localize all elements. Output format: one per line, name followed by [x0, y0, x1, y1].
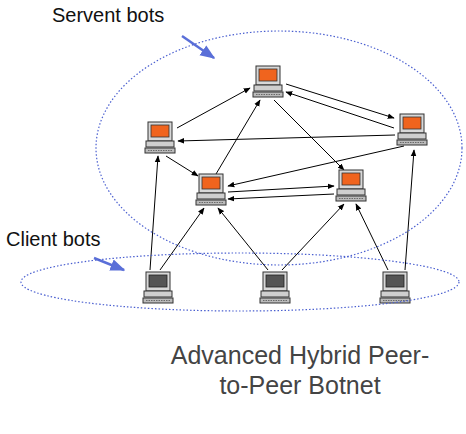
servent-group: Servent bots	[95, 30, 463, 266]
caption: Advanced Hybrid Peer-to-Peer Botnet	[165, 340, 435, 400]
dotted-ellipse	[20, 252, 460, 312]
dotted-ellipse	[95, 30, 463, 266]
servent-computer	[196, 174, 226, 205]
client-computer	[380, 272, 410, 303]
client-computer	[143, 272, 173, 303]
client-group: Client bots	[20, 252, 460, 312]
client-computer	[260, 272, 290, 303]
group-label: Client bots	[4, 228, 103, 251]
group-label: Servent bots	[50, 4, 166, 27]
peer-links	[150, 84, 414, 270]
servent-computer	[145, 122, 175, 153]
pointer-arrow	[94, 258, 124, 270]
servent-computer	[397, 114, 427, 145]
servent-computer	[336, 170, 366, 201]
servent-computer	[253, 66, 283, 97]
